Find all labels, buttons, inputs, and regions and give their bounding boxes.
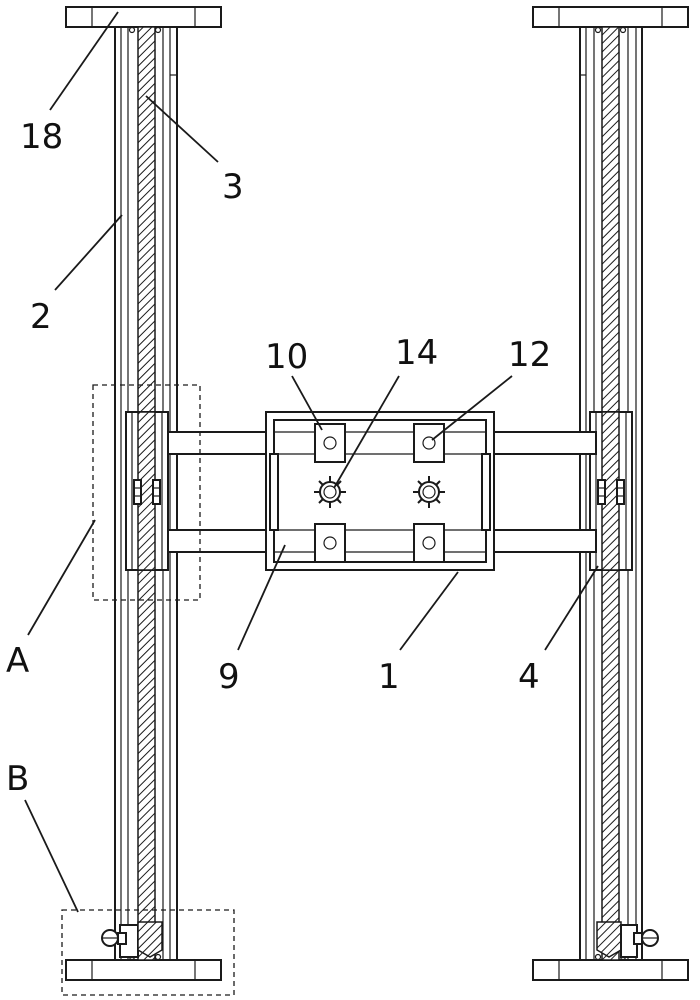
label-4: 4 (518, 657, 540, 697)
left-bottom-plate (65, 959, 222, 981)
label-1: 1 (378, 657, 400, 697)
label-3: 3 (222, 167, 244, 207)
right-bottom-plate (532, 959, 689, 981)
clamp-block-top-left (314, 423, 346, 463)
left-top-plate (65, 6, 222, 28)
label-12: 12 (508, 335, 551, 375)
center-plate (265, 411, 495, 571)
label-b: B (6, 759, 29, 799)
clamp-block-top-right (413, 423, 445, 463)
clamp-block-bottom-right (413, 523, 445, 563)
label-a: A (6, 641, 29, 681)
detail-zone-b (61, 909, 235, 996)
clamp-block-bottom-left (314, 523, 346, 563)
labels: 18 3 2 10 14 12 A 9 1 4 B (6, 117, 551, 799)
left-column (65, 6, 222, 981)
right-column (532, 6, 689, 981)
right-top-plate (532, 6, 689, 28)
label-10: 10 (265, 337, 308, 377)
leader-lines (24, 11, 599, 913)
label-9: 9 (218, 657, 240, 697)
label-18: 18 (20, 117, 63, 157)
gear-right (413, 476, 445, 508)
label-2: 2 (30, 297, 52, 337)
label-14: 14 (395, 333, 438, 373)
